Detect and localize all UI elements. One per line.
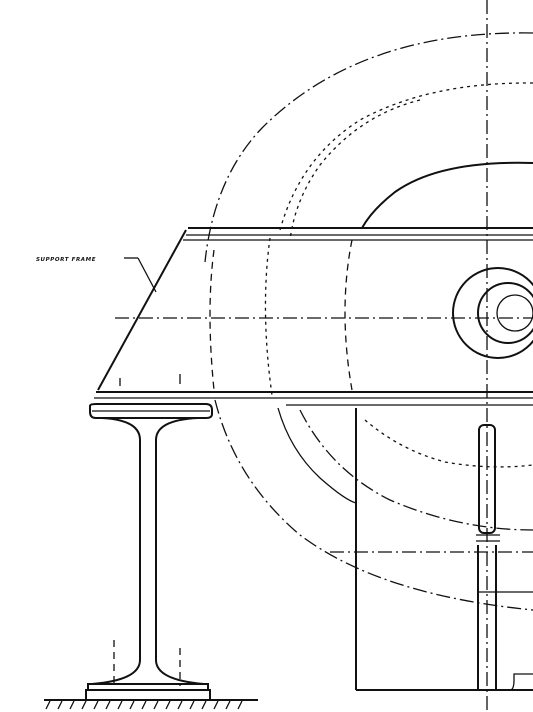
rail-head xyxy=(89,403,213,419)
rail-web-left xyxy=(91,417,141,685)
support-frame-label: SUPPORT FRAME xyxy=(36,257,96,263)
frame-inner-dashed-left xyxy=(209,249,215,391)
ground-hatching xyxy=(45,700,243,710)
lower-arc-solid xyxy=(277,407,357,504)
upper-hub-arc xyxy=(361,161,533,229)
lower-arc-dashdot xyxy=(214,399,533,611)
frame-left-slant xyxy=(97,229,187,391)
frame-inner-dashed-right xyxy=(344,239,353,391)
lower-arc-inner-dotted xyxy=(364,419,533,468)
hub-inner-circle xyxy=(496,294,533,332)
central-shaft xyxy=(478,424,496,534)
callout-leader-arrow xyxy=(137,257,157,293)
hub-outer-circle xyxy=(452,267,533,359)
outer-arc-dotted xyxy=(279,82,533,231)
base-detail xyxy=(500,673,533,691)
lower-arc-mid-dashdot xyxy=(299,409,533,531)
rail-web-right xyxy=(155,417,205,685)
inner-arc-dotted xyxy=(289,99,421,241)
frame-inner-dotted xyxy=(264,237,273,396)
outer-arc-dashdot xyxy=(204,32,533,263)
hub-middle-circle xyxy=(477,282,533,344)
rail-base-plate xyxy=(85,689,211,701)
